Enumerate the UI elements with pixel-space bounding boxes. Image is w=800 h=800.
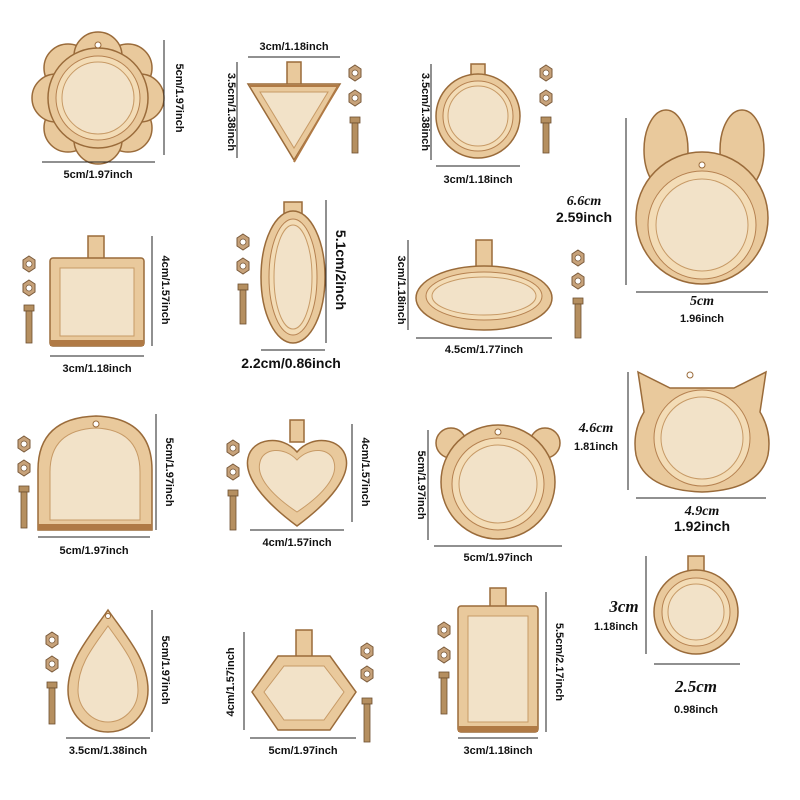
hexagon-frame xyxy=(251,629,357,731)
heart-height-label: 4cm/1.57inch xyxy=(359,437,371,506)
rectangle-height-label: 5.5cm/2.17inch xyxy=(553,623,565,702)
mini-round-width-cm-label: 2.5cm xyxy=(674,677,717,696)
arch-frame xyxy=(17,415,153,531)
tall-oval-frame xyxy=(236,201,326,344)
heart-frame xyxy=(226,419,348,531)
tall-oval-dims: 5.1cm/2inch 2.2cm/0.86inch xyxy=(241,200,349,371)
triangle-hardware xyxy=(348,64,362,154)
rectangle-dims: 5.5cm/2.17inch 3cm/1.18inch xyxy=(458,592,565,757)
bunny-frame xyxy=(635,109,769,285)
teardrop-dims: 5cm/1.97inch 3.5cm/1.38inch xyxy=(66,610,171,757)
teardrop-frame xyxy=(45,608,149,733)
tall-oval-height-label: 5.1cm/2inch xyxy=(333,230,349,310)
triangle-dims: 3cm/1.18inch 3.5cm/1.38inch xyxy=(225,41,340,158)
triangle-height-label: 3.5cm/1.38inch xyxy=(225,73,237,152)
tall-oval-hardware xyxy=(236,233,250,325)
hexagon-hardware xyxy=(360,642,374,743)
hexagon-dims: 4cm/1.57inch 5cm/1.97inch xyxy=(225,632,356,757)
arch-dims: 5cm/1.97inch 5cm/1.97inch xyxy=(38,414,175,557)
cat-frame xyxy=(634,370,770,493)
square-height-label: 4cm/1.57inch xyxy=(159,255,171,324)
cat-height-cm-label: 4.6cm xyxy=(578,421,614,436)
flower-dims: 5cm/1.97inch 5cm/1.97inch xyxy=(42,40,185,181)
bear-width-label: 5cm/1.97inch xyxy=(463,552,532,564)
teardrop-height-label: 5cm/1.97inch xyxy=(159,635,171,704)
mini-round-height-in-label: 1.18inch xyxy=(594,621,638,633)
arch-width-label: 5cm/1.97inch xyxy=(59,545,128,557)
bunny-height-cm-label: 6.6cm xyxy=(567,194,602,209)
cat-width-cm-label: 4.9cm xyxy=(684,504,720,519)
bunny-height-in-label: 2.59inch xyxy=(556,209,612,225)
wide-oval-height-label: 3cm/1.18inch xyxy=(395,255,407,324)
wide-oval-hardware xyxy=(571,249,585,339)
heart-hardware xyxy=(226,439,240,531)
small-round-dims: 3.5cm/1.38inch 3cm/1.18inch xyxy=(419,64,520,186)
bunny-width-in-label: 1.96inch xyxy=(680,313,724,325)
small-round-width-label: 3cm/1.18inch xyxy=(443,174,512,186)
rectangle-width-label: 3cm/1.18inch xyxy=(463,745,532,757)
square-hardware xyxy=(22,255,36,344)
mini-round-dims: 3cm 1.18inch 2.5cm 0.98inch xyxy=(594,556,740,716)
cat-height-in-label: 1.81inch xyxy=(574,441,618,453)
triangle-width-label: 3cm/1.18inch xyxy=(259,41,328,53)
mini-round-width-in-label: 0.98inch xyxy=(674,704,718,716)
small-round-frame xyxy=(435,63,521,159)
hexagon-height-label: 4cm/1.57inch xyxy=(225,647,237,716)
small-round-hardware xyxy=(539,64,553,154)
flower-height-label: 5cm/1.97inch xyxy=(173,63,185,132)
bear-height-label: 5cm/1.97inch xyxy=(415,450,427,519)
wide-oval-dims: 3cm/1.18inch 4.5cm/1.77inch xyxy=(395,240,552,356)
triangle-frame xyxy=(246,61,342,163)
hexagon-width-label: 5cm/1.97inch xyxy=(268,745,337,757)
bear-dims: 5cm/1.97inch 5cm/1.97inch xyxy=(415,430,562,564)
bear-frame xyxy=(435,424,561,540)
cat-width-in-label: 1.92inch xyxy=(674,518,730,534)
square-dims: 4cm/1.57inch 3cm/1.18inch xyxy=(50,236,171,375)
bunny-dims: 6.6cm 2.59inch 5cm 1.96inch xyxy=(556,118,768,325)
flower-frame xyxy=(31,31,165,165)
heart-dims: 4cm/1.57inch 4cm/1.57inch xyxy=(250,424,371,549)
rectangle-frame xyxy=(437,587,539,733)
bunny-width-cm-label: 5cm xyxy=(690,294,714,309)
mini-round-frame xyxy=(653,555,739,655)
wide-oval-frame xyxy=(415,239,553,331)
teardrop-width-label: 3.5cm/1.38inch xyxy=(69,745,148,757)
rectangle-hardware xyxy=(437,621,451,715)
arch-hardware xyxy=(17,435,31,529)
arch-height-label: 5cm/1.97inch xyxy=(163,437,175,506)
square-width-label: 3cm/1.18inch xyxy=(62,363,131,375)
wide-oval-width-label: 4.5cm/1.77inch xyxy=(445,344,524,356)
cat-dims: 4.6cm 1.81inch 4.9cm 1.92inch xyxy=(574,372,766,534)
small-round-height-label: 3.5cm/1.38inch xyxy=(419,73,431,152)
flower-width-label: 5cm/1.97inch xyxy=(63,169,132,181)
mini-round-height-cm-label: 3cm xyxy=(608,597,638,616)
tall-oval-width-label: 2.2cm/0.86inch xyxy=(241,355,341,371)
teardrop-hardware xyxy=(45,631,59,725)
square-frame xyxy=(22,235,145,347)
heart-width-label: 4cm/1.57inch xyxy=(262,537,331,549)
